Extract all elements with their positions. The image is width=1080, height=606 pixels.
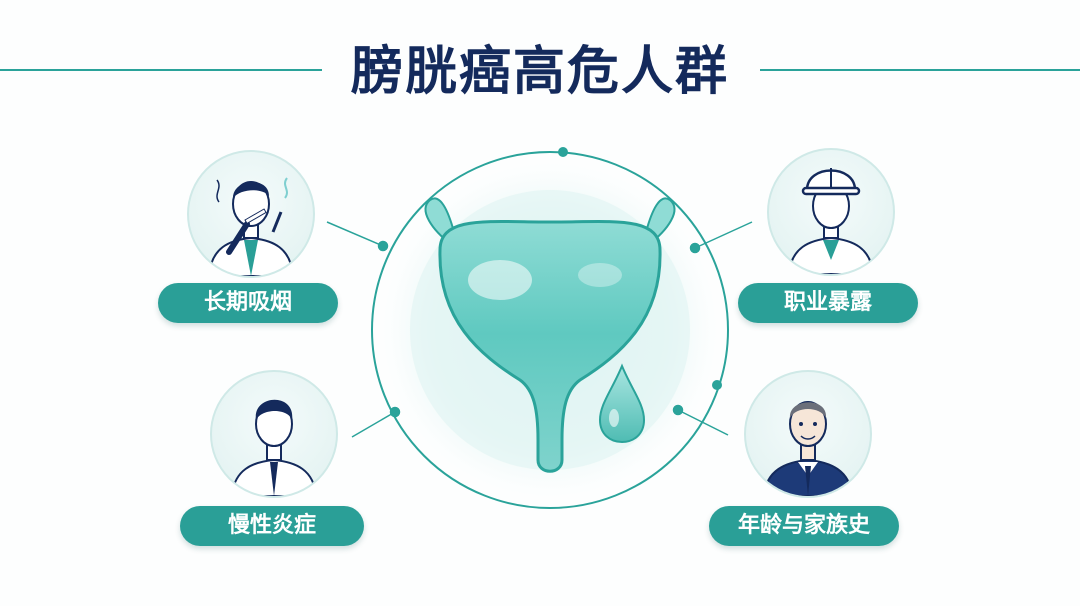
- older-man-icon: [744, 370, 872, 498]
- factor-label-inflammation: 慢性炎症: [180, 506, 364, 546]
- ring-dot-right: [712, 380, 722, 390]
- connector-dot-age: [672, 404, 684, 416]
- factor-label-occupational: 职业暴露: [738, 283, 918, 323]
- connector-dot-smoking: [377, 240, 389, 252]
- hardhat-worker-icon: [767, 148, 895, 276]
- outer-ring: [371, 151, 729, 509]
- factor-label-smoking: 长期吸烟: [158, 283, 338, 323]
- man-in-suit-icon: [210, 370, 338, 498]
- connector-dot-inflammation: [389, 406, 401, 418]
- smoking-man-icon: [187, 150, 315, 278]
- bladder-icon: [424, 197, 676, 473]
- connector-age: [677, 409, 729, 436]
- factor-label-age-family: 年龄与家族史: [709, 506, 899, 546]
- connector-occupational: [694, 221, 753, 249]
- title-line-right: [760, 69, 1080, 71]
- title-line-left: [0, 69, 322, 71]
- connector-smoking: [326, 221, 384, 247]
- page-title: 膀胱癌高危人群: [350, 42, 729, 102]
- connector-inflammation: [351, 411, 396, 438]
- connector-dot-occupational: [689, 242, 701, 254]
- ring-dot-top: [558, 147, 568, 157]
